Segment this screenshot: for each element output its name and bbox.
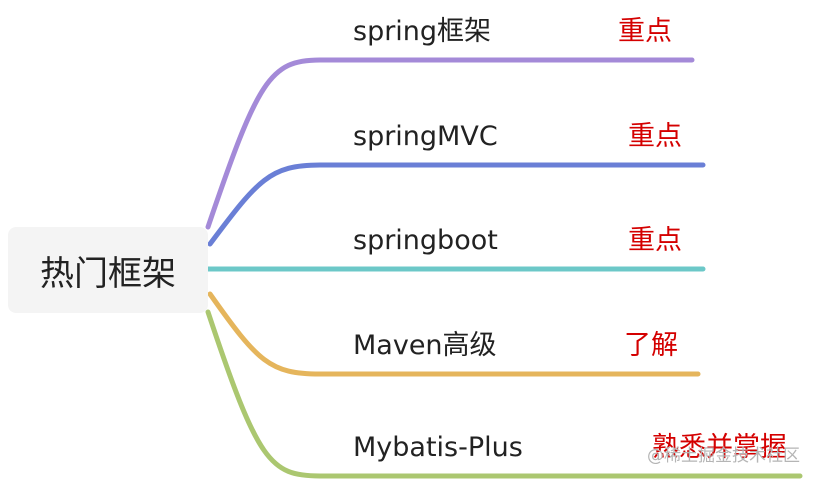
- branch-note-spring: 重点: [618, 16, 672, 47]
- branch-note-springboot: 重点: [628, 225, 682, 256]
- root-node[interactable]: 热门框架: [8, 227, 208, 313]
- branch-label-maven[interactable]: Maven高级: [353, 330, 497, 361]
- branch-note-springmvc: 重点: [628, 121, 682, 152]
- watermark: @稀土掘金技术社区: [647, 446, 800, 466]
- branch-note-mybatis-plus: 熟悉并掌握: [652, 432, 787, 463]
- connector-springmvc: [207, 162, 706, 247]
- branch-label-mybatis-plus[interactable]: Mybatis-Plus: [353, 432, 523, 463]
- connector-spring: [205, 57, 695, 230]
- connector-maven: [207, 291, 701, 377]
- root-node-label: 热门框架: [40, 253, 176, 294]
- branch-label-springboot[interactable]: springboot: [353, 225, 498, 256]
- connector-mybatis-plus: [205, 309, 803, 479]
- branch-label-spring[interactable]: spring框架: [353, 16, 492, 47]
- branch-note-maven: 了解: [624, 330, 678, 361]
- branch-label-springmvc[interactable]: springMVC: [353, 121, 498, 152]
